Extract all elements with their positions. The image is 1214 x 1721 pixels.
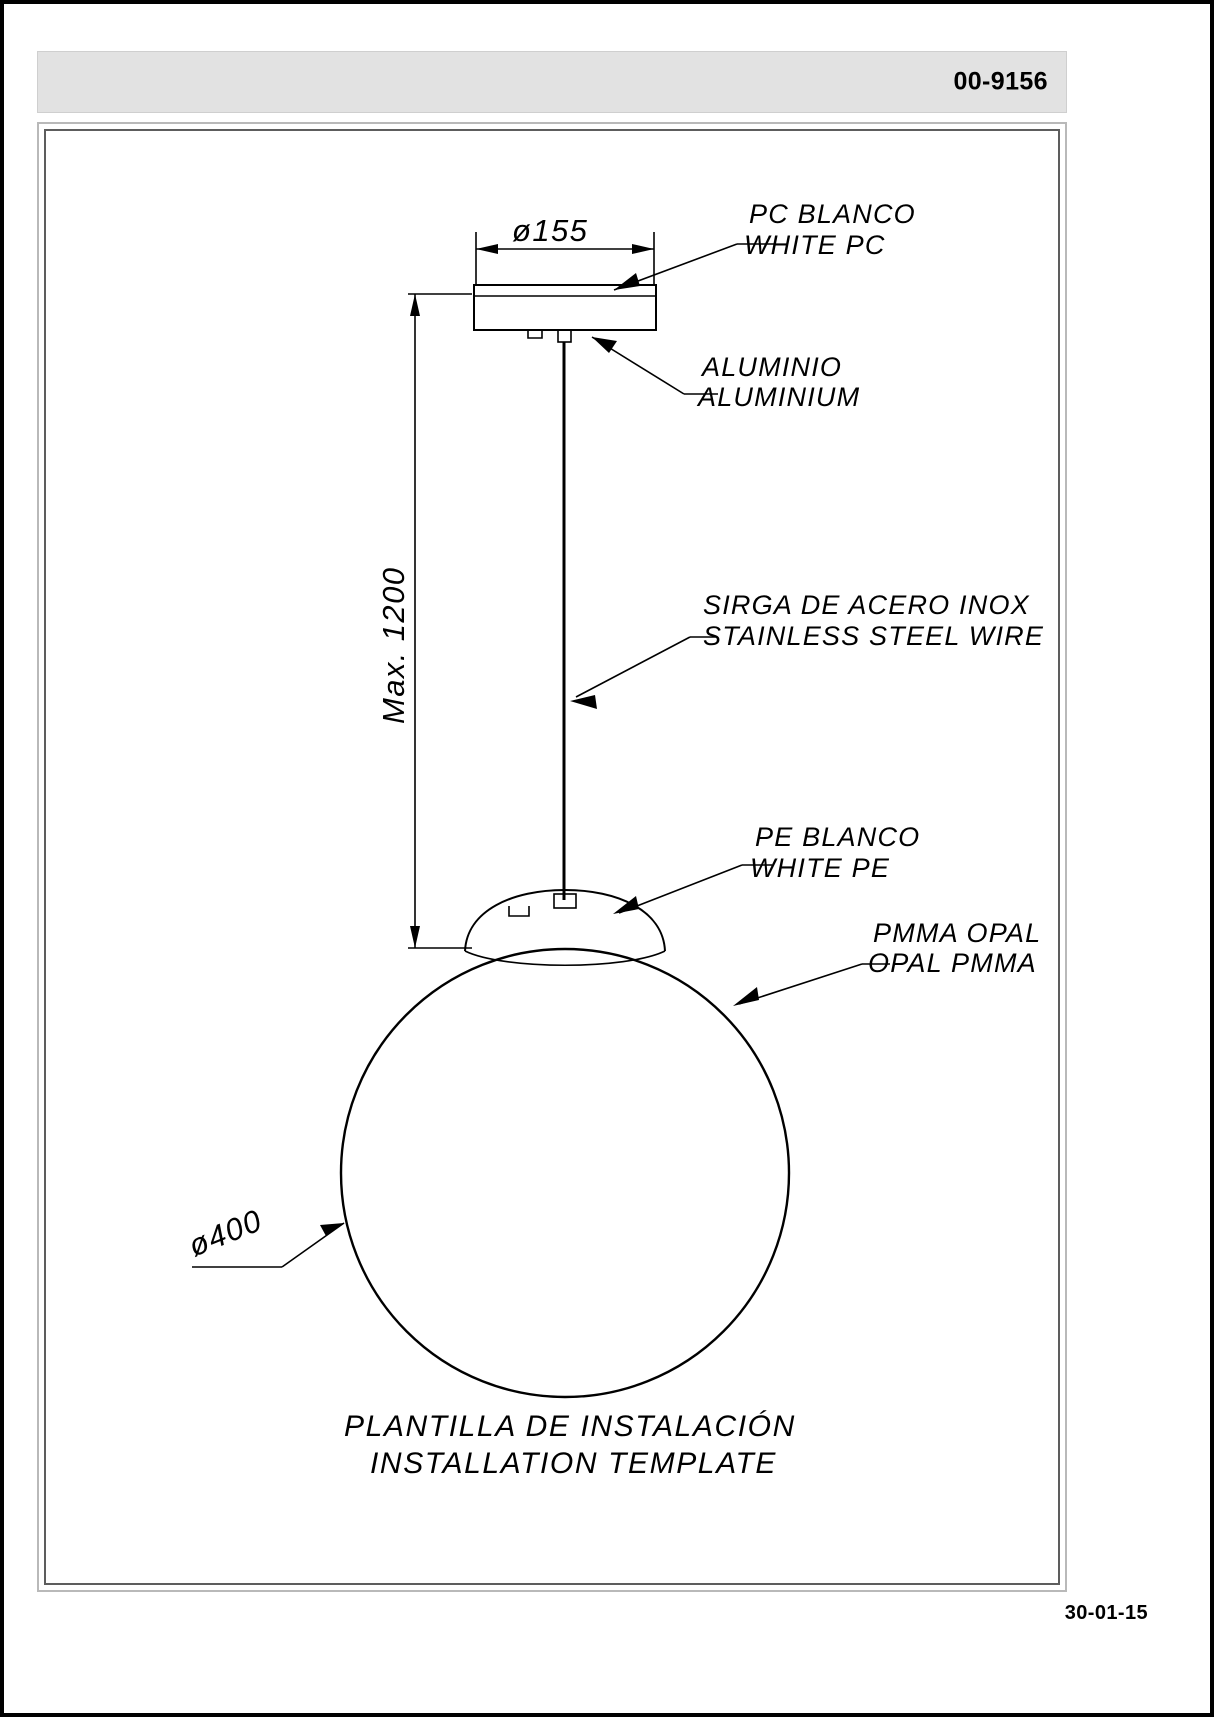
drawing-frame-inner [44, 129, 1060, 1585]
header-band: 00-9156 [37, 51, 1067, 113]
footer-revision-code: 30-01-15 [1064, 1602, 1148, 1624]
header-reference-code: 00-9156 [953, 67, 1048, 96]
